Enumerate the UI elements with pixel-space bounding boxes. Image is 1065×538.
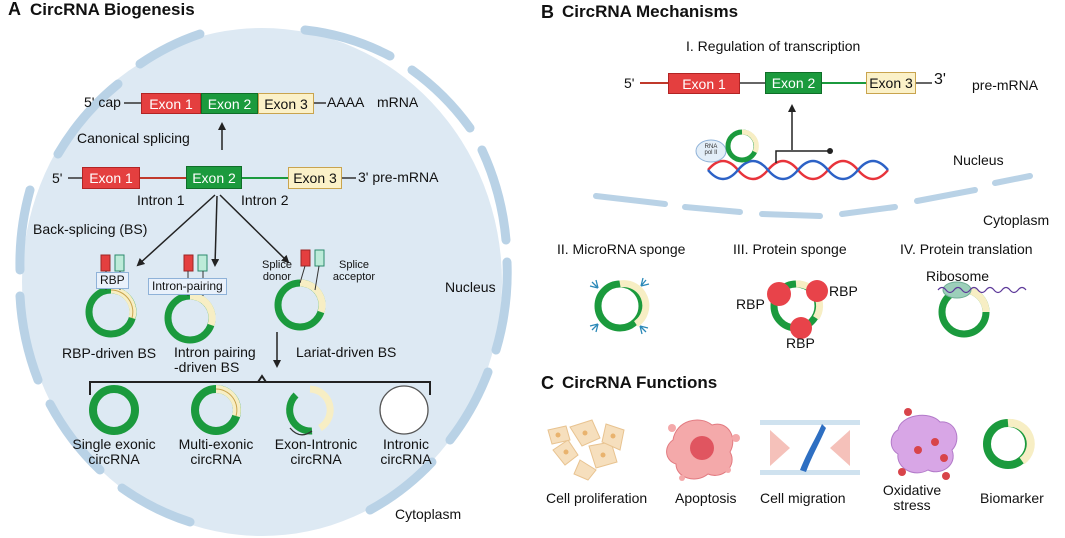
premrna-five-label: 5'	[52, 170, 63, 186]
type-multi-exonic-label: Multi-exonic circRNA	[178, 436, 254, 468]
type-intronic-label: Intronic circRNA	[380, 436, 432, 468]
cell-migration-icon	[760, 420, 860, 475]
function-cell-proliferation-label: Cell proliferation	[546, 490, 648, 506]
rna-pol-label: RNA pol II	[704, 144, 718, 156]
protein-translation-label: IV. Protein translation	[900, 241, 1033, 257]
panel-a-title: CircRNA Biogenesis	[30, 0, 195, 19]
lariat-circle	[274, 249, 326, 331]
protein-translation	[937, 281, 1027, 338]
premrna-exon2: Exon 2	[186, 166, 242, 189]
cytoplasm-label-a: Cytoplasm	[395, 506, 462, 522]
mrna-exon3: Exon 3	[258, 93, 314, 114]
rbp-driven-circle	[85, 254, 137, 338]
cell-membrane	[15, 25, 512, 527]
cytoplasm-label-b: Cytoplasm	[983, 212, 1050, 228]
backsplicing-label: Back-splicing (BS)	[33, 221, 148, 237]
canonical-splicing-label: Canonical splicing	[77, 130, 190, 146]
nucleus-membrane-b	[593, 173, 1033, 219]
panel-a-letter: A	[8, 0, 21, 19]
backsplicing-arrows	[136, 194, 290, 368]
nucleus-label-b: Nucleus	[953, 152, 1004, 168]
premrna-b-exon3: Exon 3	[866, 72, 916, 94]
mrna-label: mRNA	[377, 94, 419, 110]
premrna-b-label: pre-mRNA	[972, 77, 1039, 93]
premrna-b-exon1: Exon 1	[668, 73, 740, 94]
apoptosis-icon	[666, 419, 740, 481]
rbp-driven-label: RBP-driven BS	[62, 345, 157, 361]
protein-sponge-label: III. Protein sponge	[733, 241, 847, 257]
premrna-exon1: Exon 1	[82, 167, 140, 189]
cell-proliferation-icon	[547, 419, 625, 481]
function-apoptosis-label: Apoptosis	[675, 490, 737, 506]
premrna-exon3: Exon 3	[288, 167, 342, 189]
rbp-label-2: RBP	[829, 283, 858, 299]
rbp-label-3: RBP	[786, 335, 815, 351]
function-biomarker-label: Biomarker	[980, 490, 1044, 506]
microrna-sponge	[589, 277, 650, 335]
microrna-sponge-label: II. MicroRNA sponge	[557, 241, 686, 257]
mrna-exon1: Exon 1	[141, 93, 201, 114]
circrna-types	[89, 385, 429, 436]
dna-helix	[707, 148, 889, 181]
rbp-box-label: RBP	[96, 272, 129, 289]
intron-pairing-box-label: Intron-pairing	[148, 278, 227, 295]
mrna-exon2: Exon 2	[201, 93, 258, 114]
intron1-label: Intron 1	[137, 192, 185, 208]
type-single-exonic-label: Single exonic circRNA	[72, 436, 156, 468]
intron2-label: Intron 2	[241, 192, 289, 208]
panel-c-title: CircRNA Functions	[562, 373, 718, 392]
splice-acceptor-label: Splice acceptor	[332, 259, 376, 284]
lariat-driven-label: Lariat-driven BS	[296, 344, 397, 360]
splice-donor-label: Splice donor	[262, 259, 292, 284]
type-exon-intronic-label: Exon-Intronic circRNA	[274, 436, 358, 468]
rbp-label-1: RBP	[736, 296, 765, 312]
intron-driven-label: Intron pairing -driven BS	[174, 344, 256, 376]
panel-c-letter: C	[541, 373, 554, 393]
function-oxidative-stress-label: Oxidative stress	[882, 482, 942, 514]
mrna-polya-label: AAAA	[327, 94, 365, 110]
function-cell-migration-label: Cell migration	[760, 490, 846, 506]
ribosome-label: Ribosome	[926, 268, 990, 284]
premrna-b-three-label: 3'	[934, 71, 946, 88]
premrna-three-label: 3' pre-mRNA	[358, 169, 439, 185]
regulation-label: I. Regulation of transcription	[686, 38, 861, 54]
panel-b-letter: B	[541, 2, 554, 22]
protein-sponge	[767, 280, 828, 339]
rna-pol-circle	[695, 129, 759, 163]
biomarker-circrna-icon	[983, 418, 1035, 469]
premrna-b-five-label: 5'	[624, 75, 635, 91]
nucleus-label-a: Nucleus	[445, 279, 496, 295]
oxidative-stress-icon	[890, 408, 958, 480]
panel-b-title: CircRNA Mechanisms	[562, 2, 739, 21]
types-bracket	[89, 374, 431, 395]
premrna-b-exon2: Exon 2	[765, 72, 822, 94]
mrna-cap-label: 5' cap	[84, 94, 121, 110]
